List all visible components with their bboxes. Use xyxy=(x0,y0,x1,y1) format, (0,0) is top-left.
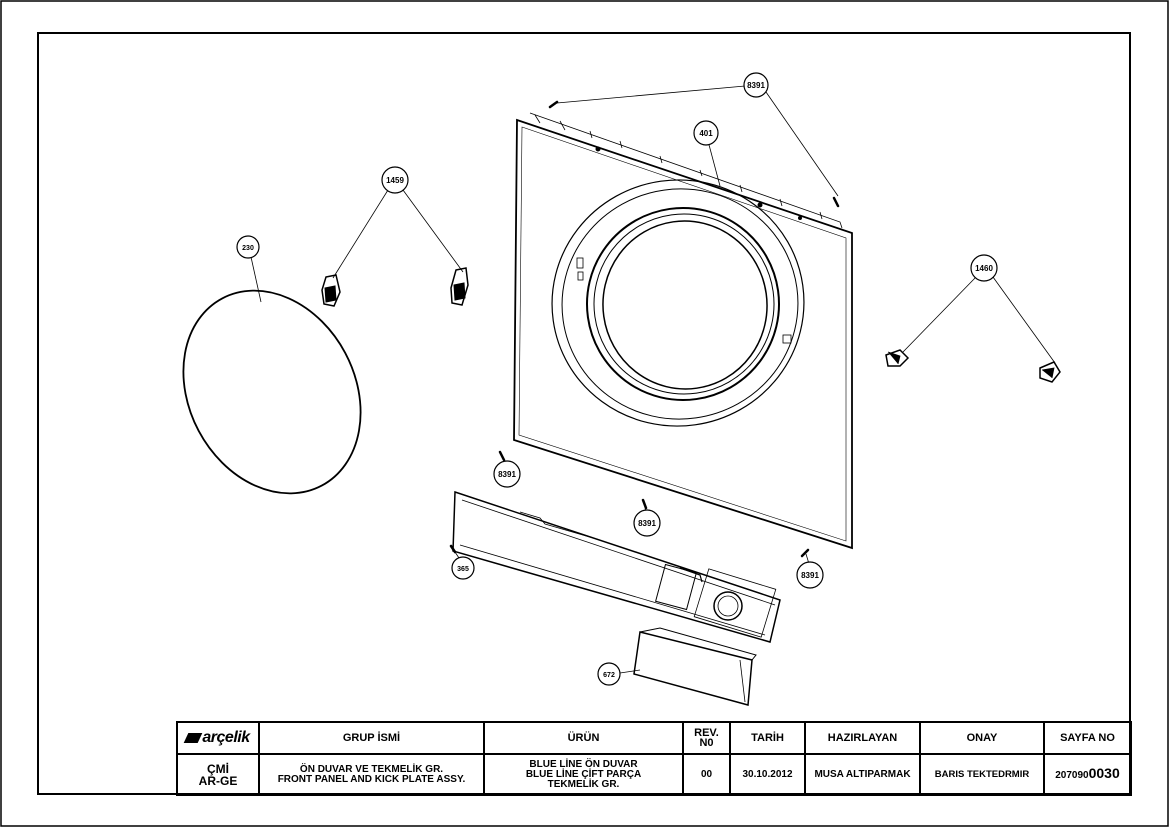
group-value: ÖN DUVAR VE TEKMELİK GR. FRONT PANEL AND… xyxy=(258,753,485,796)
product-value-line1: BLUE LİNE ÖN DUVAR xyxy=(529,758,638,770)
callout-8391-right: 8391 xyxy=(796,561,824,589)
callout-365: 365 xyxy=(451,556,475,580)
page-value: 2070900030 xyxy=(1043,753,1132,796)
prepared-header: HAZIRLAYAN xyxy=(804,721,921,755)
hinge-clips-1459 xyxy=(321,267,469,307)
page-prefix: 207090 xyxy=(1055,770,1089,781)
front-panel-401 xyxy=(513,112,853,550)
date-value: 30.10.2012 xyxy=(729,753,806,796)
product-value-line3: TEKMELİK GR. xyxy=(547,778,620,790)
product-value-line2: BLUE LİNE ÇİFT PARÇA xyxy=(525,768,642,780)
department-cell: ÇMİ AR-GE xyxy=(176,753,260,796)
callout-8391-left: 8391 xyxy=(493,460,521,488)
drawing-frame xyxy=(37,32,1131,795)
group-header: GRUP İSMİ xyxy=(258,721,485,755)
rev-header-line1: REV. xyxy=(694,727,719,739)
rev-header-line2: N0 xyxy=(699,737,714,749)
lock-clips-1460 xyxy=(885,349,1061,383)
rev-value: 00 xyxy=(682,753,731,796)
department-line2: AR-GE xyxy=(198,773,238,788)
arcelik-logo: arçelik xyxy=(184,729,250,746)
date-header: TARİH xyxy=(729,721,806,755)
title-block: arçelik GRUP İSMİ ÜRÜN REV. N0 TARİH HAZ… xyxy=(176,721,1132,796)
callout-8391-top: 8391 xyxy=(743,72,769,98)
callout-1459: 1459 xyxy=(381,166,409,194)
callout-label: 8391 xyxy=(801,571,819,580)
callout-label: 8391 xyxy=(747,81,765,90)
leader-lines xyxy=(250,85,1056,674)
callout-672: 672 xyxy=(597,662,621,686)
callout-8391-mid: 8391 xyxy=(633,509,661,537)
page-header: SAYFA NO xyxy=(1043,721,1132,755)
callout-label: 1460 xyxy=(975,264,993,273)
callout-label: 365 xyxy=(457,566,469,573)
product-value: BLUE LİNE ÖN DUVAR BLUE LİNE ÇİFT PARÇA … xyxy=(483,753,684,796)
detergent-drawer-front-672 xyxy=(633,627,757,706)
callout-label: 672 xyxy=(603,672,615,679)
callout-label: 401 xyxy=(699,129,713,138)
round-cover-230 xyxy=(182,289,362,495)
prepared-value: MUSA ALTIPARMAK xyxy=(804,753,921,796)
screws-8391 xyxy=(449,100,840,558)
callout-label: 1459 xyxy=(386,176,404,185)
page-number: 0030 xyxy=(1088,765,1120,781)
callout-label: 230 xyxy=(242,245,254,252)
department-line1: ÇMİ xyxy=(207,761,229,776)
approved-header: ONAY xyxy=(919,721,1045,755)
callout-label: 8391 xyxy=(498,470,516,479)
approved-value: BARIS TEKTEDRMIR xyxy=(919,753,1045,796)
callout-401: 401 xyxy=(693,120,719,146)
callout-230: 230 xyxy=(236,235,260,259)
callout-label: 8391 xyxy=(638,519,656,528)
group-value-en: FRONT PANEL AND KICK PLATE ASSY. xyxy=(277,773,466,785)
group-value-tr: ÖN DUVAR VE TEKMELİK GR. xyxy=(299,763,444,775)
logo-cell: arçelik xyxy=(176,721,260,755)
kick-plate-365 xyxy=(452,490,781,643)
rev-header: REV. N0 xyxy=(682,721,731,755)
product-header: ÜRÜN xyxy=(483,721,684,755)
callout-1460: 1460 xyxy=(970,254,998,282)
